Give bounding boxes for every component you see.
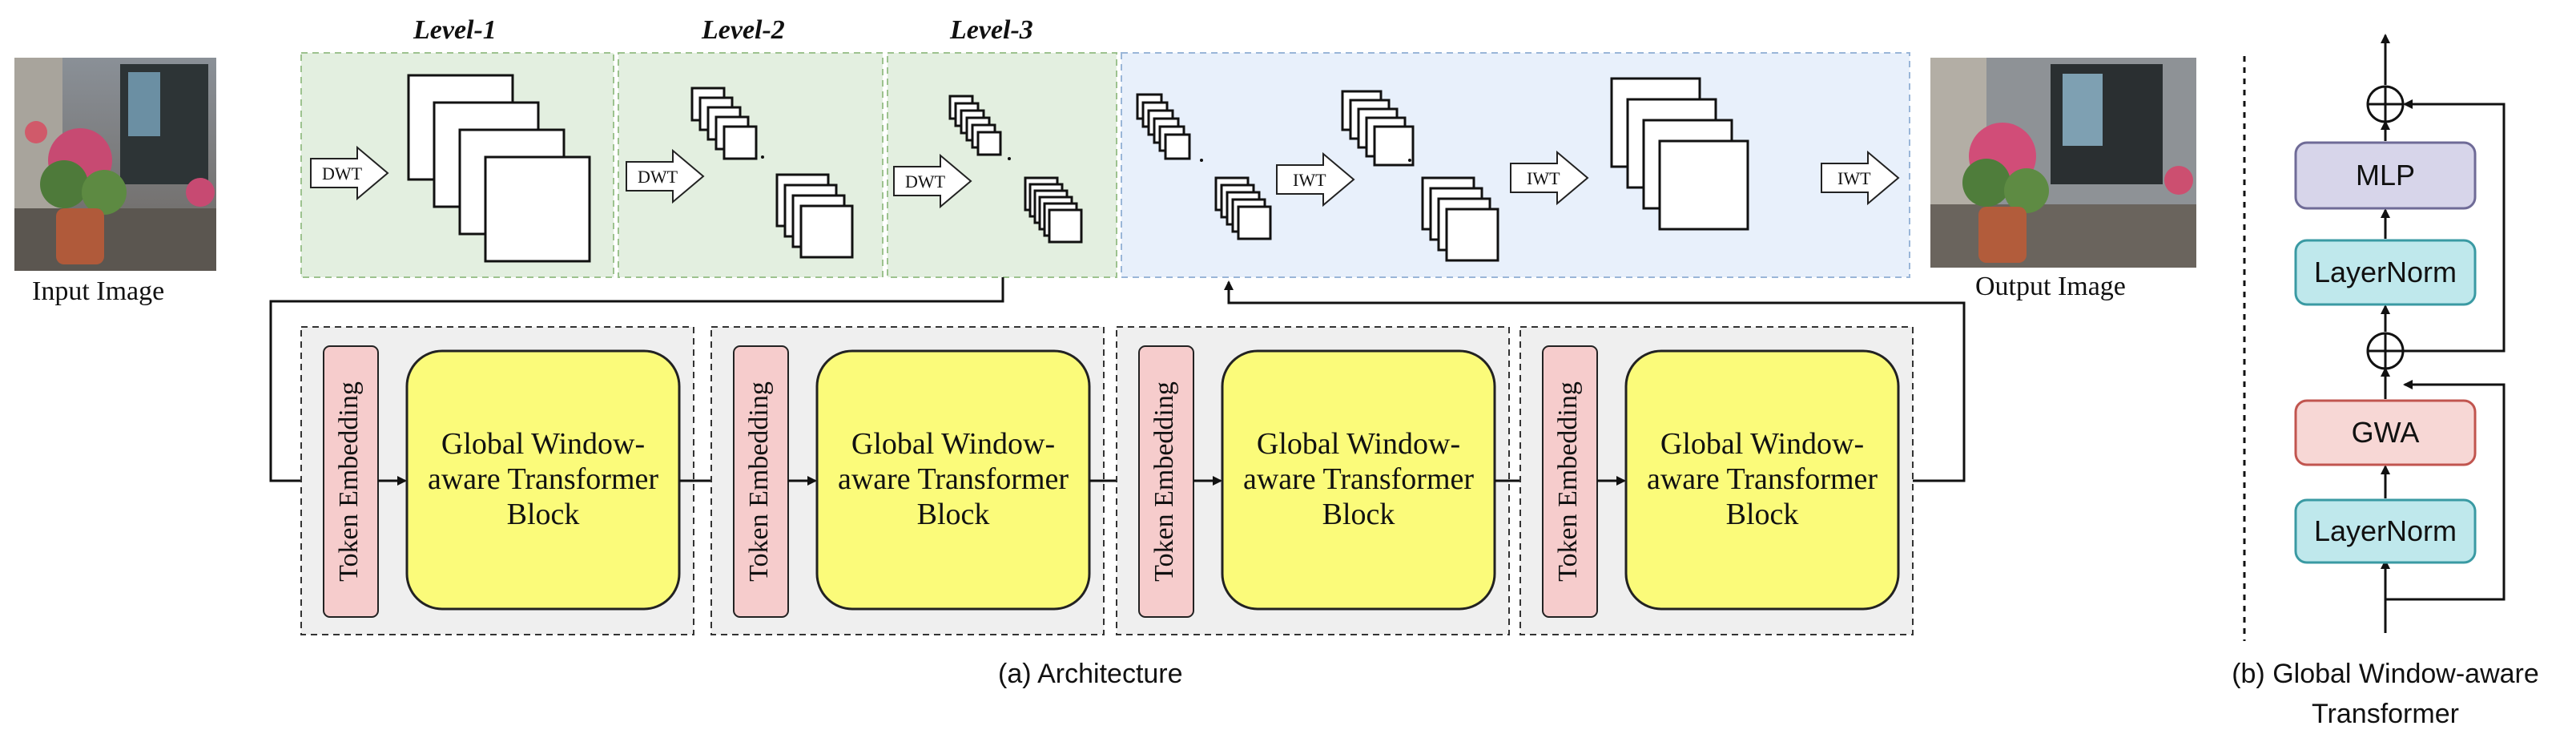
input-image-label: Input Image [32, 276, 164, 306]
token-embedding-label: Token Embedding [744, 381, 774, 582]
residual-connection-2 [2385, 99, 2506, 353]
transformer-stage-1: Token Embedding Global Window-aware Trans… [300, 326, 694, 635]
residual-connection-1 [2385, 380, 2506, 601]
block-label-line: Global Window- [441, 427, 645, 461]
token-embedding-label: Token Embedding [1149, 381, 1179, 582]
block-label-line: Global Window- [1257, 427, 1460, 461]
dwt-arrow-1: DWT [310, 145, 389, 201]
recon-stack-e [1610, 77, 1749, 231]
token-embedding-label: Token Embedding [1553, 381, 1583, 582]
layernorm-box-bottom: LayerNorm [2294, 498, 2477, 564]
input-image [14, 58, 216, 271]
iwt-arrow-1: IWT [1276, 151, 1355, 208]
block-label-line: Block [1726, 498, 1799, 531]
feature-output-line [1224, 280, 1966, 482]
recon-stack-c [1341, 90, 1415, 167]
block-label-line: Global Window- [851, 427, 1055, 461]
recon-stack-a [1136, 93, 1191, 160]
dwt-arrow-2: DWT [626, 148, 705, 204]
layernorm-box-top: LayerNorm [2294, 239, 2477, 306]
output-image-label: Output Image [1975, 272, 2126, 301]
block-label-line: aware Transformer [1647, 462, 1878, 496]
gwa-label: GWA [2352, 416, 2420, 449]
token-embedding: Token Embedding [1138, 345, 1194, 618]
transformer-stage-2: Token Embedding Global Window-aware Trans… [710, 326, 1105, 635]
iwt-label: IWT [1293, 170, 1326, 190]
level-2-stack-b [775, 173, 854, 259]
iwt-label: IWT [1527, 168, 1560, 188]
mlp-label: MLP [2356, 159, 2415, 192]
add-node-2 [2366, 85, 2405, 123]
level-3-label: Level-3 [949, 15, 1033, 45]
dwt-label: DWT [905, 171, 946, 192]
recon-stack-d [1421, 176, 1499, 262]
output-image [1930, 58, 2196, 268]
dwt-label: DWT [322, 163, 363, 183]
level-3-panel [887, 52, 1117, 278]
layernorm-label: LayerNorm [2314, 256, 2457, 288]
block-label-line: Block [917, 498, 990, 531]
feature-input-line [269, 277, 1004, 486]
architecture-caption: (a) Architecture [998, 659, 1183, 689]
level-1-label: Level-1 [413, 15, 497, 45]
level-3-stack-b [1024, 176, 1083, 244]
iwt-label: IWT [1837, 168, 1871, 188]
transformer-stage-3: Token Embedding Global Window-aware Trans… [1116, 326, 1510, 635]
level-1-stack [407, 74, 591, 263]
dwt-arrow-3: DWT [893, 153, 972, 209]
token-embedding: Token Embedding [323, 345, 379, 618]
iwt-arrow-3: IWT [1821, 150, 1900, 206]
block-label-line: Block [507, 498, 580, 531]
layernorm-label: LayerNorm [2314, 514, 2457, 547]
token-embedding: Token Embedding [1542, 345, 1598, 618]
gwa-box: GWA [2294, 399, 2477, 466]
gwt-detail: MLP LayerNorm GWA LayerNorm (b) Global W… [2232, 34, 2539, 729]
mlp-box: MLP [2294, 141, 2477, 210]
level-2-stack-a [690, 87, 758, 160]
token-embedding-label: Token Embedding [334, 381, 364, 582]
wavelet-stacks [407, 74, 1749, 263]
dwt-label: DWT [638, 167, 678, 187]
token-embedding: Token Embedding [733, 345, 789, 618]
block-label-line: aware Transformer [428, 462, 658, 496]
recon-stack-b [1214, 176, 1272, 240]
level-2-label: Level-2 [701, 15, 785, 45]
transformer-stages: Token Embedding Global Window-aware Trans… [300, 326, 1914, 635]
block-label-line: Global Window- [1660, 427, 1864, 461]
block-label-line: aware Transformer [838, 462, 1069, 496]
level-3-stack-a [948, 95, 1002, 156]
gwt-caption-line-2: Transformer [2312, 699, 2459, 729]
gwt-caption-line-1: (b) Global Window-aware [2232, 659, 2539, 689]
add-node-1 [2366, 332, 2405, 370]
block-label-line: Block [1322, 498, 1395, 531]
block-label-line: aware Transformer [1243, 462, 1474, 496]
iwt-arrow-2: IWT [1510, 150, 1589, 206]
transformer-stage-4: Token Embedding Global Window-aware Trans… [1519, 326, 1914, 635]
